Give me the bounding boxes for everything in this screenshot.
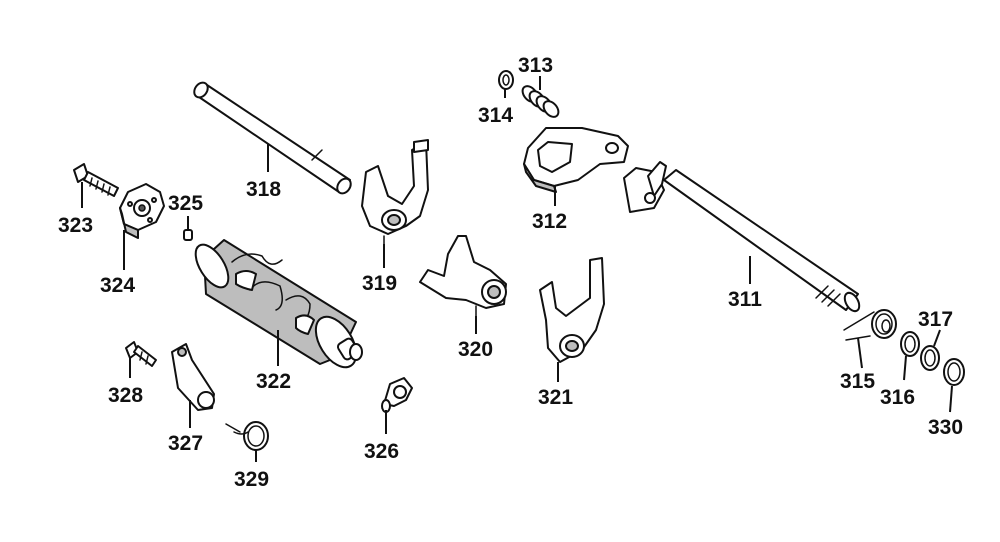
part-326-lever	[381, 377, 413, 413]
callout-318: 318	[246, 178, 281, 201]
part-324-star-plate	[119, 183, 165, 239]
callout-312: 312	[532, 210, 567, 233]
callout-313: 313	[518, 54, 553, 77]
part-313-spring	[521, 85, 560, 118]
callout-328: 328	[108, 384, 143, 407]
part-328-bolt	[125, 341, 157, 367]
part-318-shaft	[193, 81, 352, 195]
callout-311: 311	[728, 288, 762, 311]
part-327-stopper-arm	[171, 343, 215, 411]
part-311-shift-shaft	[623, 161, 861, 313]
callout-325: 325	[168, 192, 203, 215]
callout-321: 321	[538, 386, 573, 409]
callout-329: 329	[234, 468, 269, 491]
part-330-washer	[943, 358, 965, 386]
part-315-spring	[843, 309, 897, 341]
part-317-circlip	[920, 345, 940, 371]
part-314-washer	[498, 70, 514, 90]
callout-323: 323	[58, 214, 93, 237]
callout-317: 317	[918, 308, 953, 331]
part-319-shift-fork	[361, 139, 429, 245]
part-320-shift-fork	[419, 235, 507, 317]
part-312-plate	[523, 127, 629, 193]
callout-314: 314	[478, 104, 513, 127]
part-329-spring	[225, 421, 269, 451]
leader-lines	[81, 76, 953, 462]
callout-316: 316	[880, 386, 915, 409]
callout-324: 324	[100, 274, 135, 297]
callout-labels: 311 312 313 314 315 316 317 318 319 320 …	[58, 54, 963, 491]
callout-315: 315	[840, 370, 875, 393]
leader-315	[857, 337, 863, 369]
part-316-washer	[900, 331, 920, 357]
part-323-bolt	[73, 163, 119, 197]
callout-319: 319	[362, 272, 397, 295]
leader-330	[949, 385, 953, 413]
callout-326: 326	[364, 440, 399, 463]
part-321-shift-fork	[539, 257, 605, 363]
callout-322: 322	[256, 370, 291, 393]
callout-327: 327	[168, 432, 203, 455]
callout-330: 330	[928, 416, 963, 439]
part-322-shift-drum	[194, 239, 363, 369]
leader-316	[903, 355, 907, 381]
part-325-pin	[183, 229, 193, 241]
leader-317	[933, 329, 941, 347]
callout-320: 320	[458, 338, 493, 361]
